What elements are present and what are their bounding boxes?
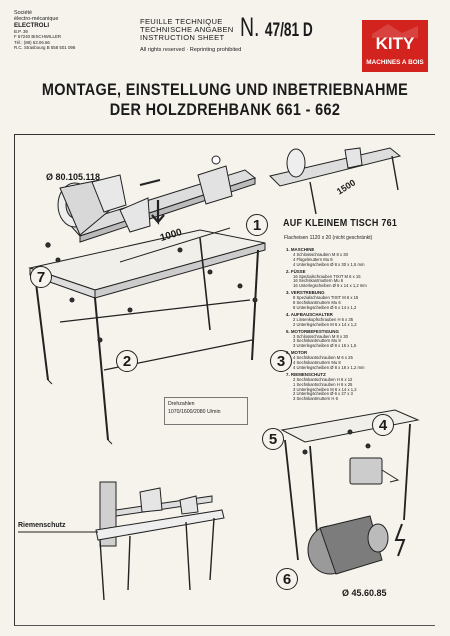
list-item: 3 Unterlegscheiben Ø 8 x 16 x 1,5 <box>293 343 357 349</box>
list-item: 4 Unterlegscheiben Ø 8 x 30 x 1,5 mm <box>293 261 365 267</box>
page-title-line2: DER HOLZDREHBANK 661 - 662 <box>109 100 341 119</box>
doc-number: 47/81 D <box>264 20 313 41</box>
list-item: 8 Unterlegscheiben Ø 6 x 14 x 1,2 <box>293 304 357 310</box>
list-item: 4 Sechskantschrauben M 6 x 25 <box>293 355 353 361</box>
list-item: 2 Unterlegscheiben M 6 x 14 x 1,2 <box>293 321 357 327</box>
callout-6: 6 <box>276 568 298 590</box>
company-rc: R.C. Strasbourg B 558 501 098 <box>14 44 76 50</box>
sheet-en: INSTRUCTION SHEET <box>140 33 225 43</box>
motor-pulley-dimension: Ø 45.60.85 <box>342 588 387 598</box>
company-address: Société électro-mécanique ELECTROLI B.P.… <box>14 10 75 50</box>
list-item: 4 Flügelmuttern Mu 8 <box>293 256 333 262</box>
section-subtitle: Flacheisen 1120 x 20 (nicht geschränkt) <box>284 235 373 241</box>
kity-logo: KITY MACHINES A BOIS <box>362 20 428 72</box>
list-item: 2 Linsenkopfschrauben H 6 x 35 <box>293 316 354 322</box>
parts-group-bracing: 3. VERSTREBUNG 8 Spezialschrauben TIXIT … <box>286 290 436 311</box>
group-heading: 5. MOTORBEFESTIGUNG <box>286 328 339 334</box>
document-number: N. 47/81 D <box>240 12 313 43</box>
company-bp: B.P. 39 <box>14 29 28 35</box>
list-item: 2 Sechskantschrauben H 6 x 12 <box>293 376 353 382</box>
group-heading: 2. FÜSSE <box>286 268 306 274</box>
page-title-line1: MONTAGE, EINSTELLUNG UND INBETRIEBNAHME <box>41 80 409 99</box>
list-item: 2 Unterlegscheiben Ø 6 x 27 x 3 <box>293 391 353 397</box>
callout-2: 2 <box>116 350 138 372</box>
parts-list: 1. MASCHINE 4 Schlossschrauben M 8 x 30 … <box>286 247 436 404</box>
spindle-dimension: Ø 80.105.118 <box>46 172 101 182</box>
list-item: 1 Sechskantschrauben H 6 x 25 <box>293 381 353 387</box>
callout-1: 1 <box>246 214 268 236</box>
group-heading: 1. MASCHINE <box>286 247 315 252</box>
speed-values: 1070/1600/2080 U/min <box>168 409 221 415</box>
list-item: 3 Unterlegscheiben M 6 x 14 x 1,2 <box>293 386 357 392</box>
parts-group-motor: 6. MOTOR 4 Sechskantschrauben M 6 x 25 4… <box>286 350 436 371</box>
sheet-header: FEUILLE TECHNIQUE TECHNISCHE ANGABEN INS… <box>140 17 242 54</box>
doc-prefix: N. <box>240 12 260 42</box>
callout-5: 5 <box>262 428 284 450</box>
list-item: 16 Unterlegscheiben Ø 6 x 14 x 1,2 mm <box>293 283 367 289</box>
parts-group-feet: 2. FÜSSE 16 Spezialschrauben TIXIT M 6 x… <box>286 268 436 290</box>
callout-4: 4 <box>372 414 394 436</box>
list-item: 4 Sechskantmuttern Mu 8 <box>293 360 341 366</box>
parts-group-belt-guard: 7. RIEMENSCHUTZ 2 Sechskantschrauben H 6… <box>286 371 436 402</box>
group-heading: 4. AUFBAUSCHALTER <box>286 311 333 317</box>
speed-box: Drehzahlen 1070/1600/2080 U/min <box>164 397 248 425</box>
list-item: 3 Schlossschrauben M 8 x 30 <box>293 333 348 339</box>
group-heading: 6. MOTOR <box>286 350 308 356</box>
parts-group-motor-mount: 5. MOTORBEFESTIGUNG 3 Schlossschrauben M… <box>286 328 436 350</box>
speed-label: Drehzahlen <box>168 401 195 407</box>
group-heading: 3. VERSTREBUNG <box>286 290 325 296</box>
callout-7: 7 <box>30 266 52 288</box>
belt-guard-label: Riemenschutz <box>18 522 66 529</box>
parts-group-switch: 4. AUFBAUSCHALTER 2 Linsenkopfschrauben … <box>286 311 436 328</box>
logo-tagline: MACHINES A BOIS <box>366 59 424 66</box>
parts-group-machine: 1. MASCHINE 4 Schlossschrauben M 8 x 30 … <box>286 247 436 268</box>
logo-brand: KITY <box>376 34 415 53</box>
callout-3: 3 <box>270 350 292 372</box>
list-item: 3 Sechskantmuttern H 6 <box>293 396 338 402</box>
rights-notice: All rights reserved · Reprinting prohibi… <box>140 46 242 53</box>
list-item: 3 Sechskantmuttern Mu 8 <box>293 338 341 344</box>
company-line1: Société <box>14 10 32 16</box>
list-item: 16 Sechskantmuttern Mu 6 <box>293 278 344 284</box>
list-item: 8 Sechskantmuttern Mu 6 <box>293 300 341 306</box>
company-name: ELECTROLI <box>14 21 50 29</box>
section-title: AUF KLEINEM TISCH 761 <box>283 218 398 229</box>
company-tel: Tél.: (88) 63.06.66 <box>14 39 50 45</box>
list-item: 4 Unterlegscheiben Ø 8 x 16 x 1,2 mm <box>293 364 365 370</box>
list-item: 16 Spezialschrauben TIXIT M 6 x 15 <box>293 273 361 279</box>
illustration-frame <box>14 134 435 626</box>
group-heading: 7. RIEMENSCHUTZ <box>286 371 326 377</box>
sheet-fr: FEUILLE TECHNIQUE <box>140 17 223 26</box>
company-city: F 67240 BISCHWILLER <box>14 34 62 40</box>
list-item: 4 Schlossschrauben M 8 x 30 <box>293 251 348 257</box>
sheet-de: TECHNISCHE ANGABEN <box>140 25 234 35</box>
company-line2: électro-mécanique <box>14 16 59 23</box>
list-item: 8 Spezialschrauben TIXIT M 6 x 15 <box>293 295 359 301</box>
